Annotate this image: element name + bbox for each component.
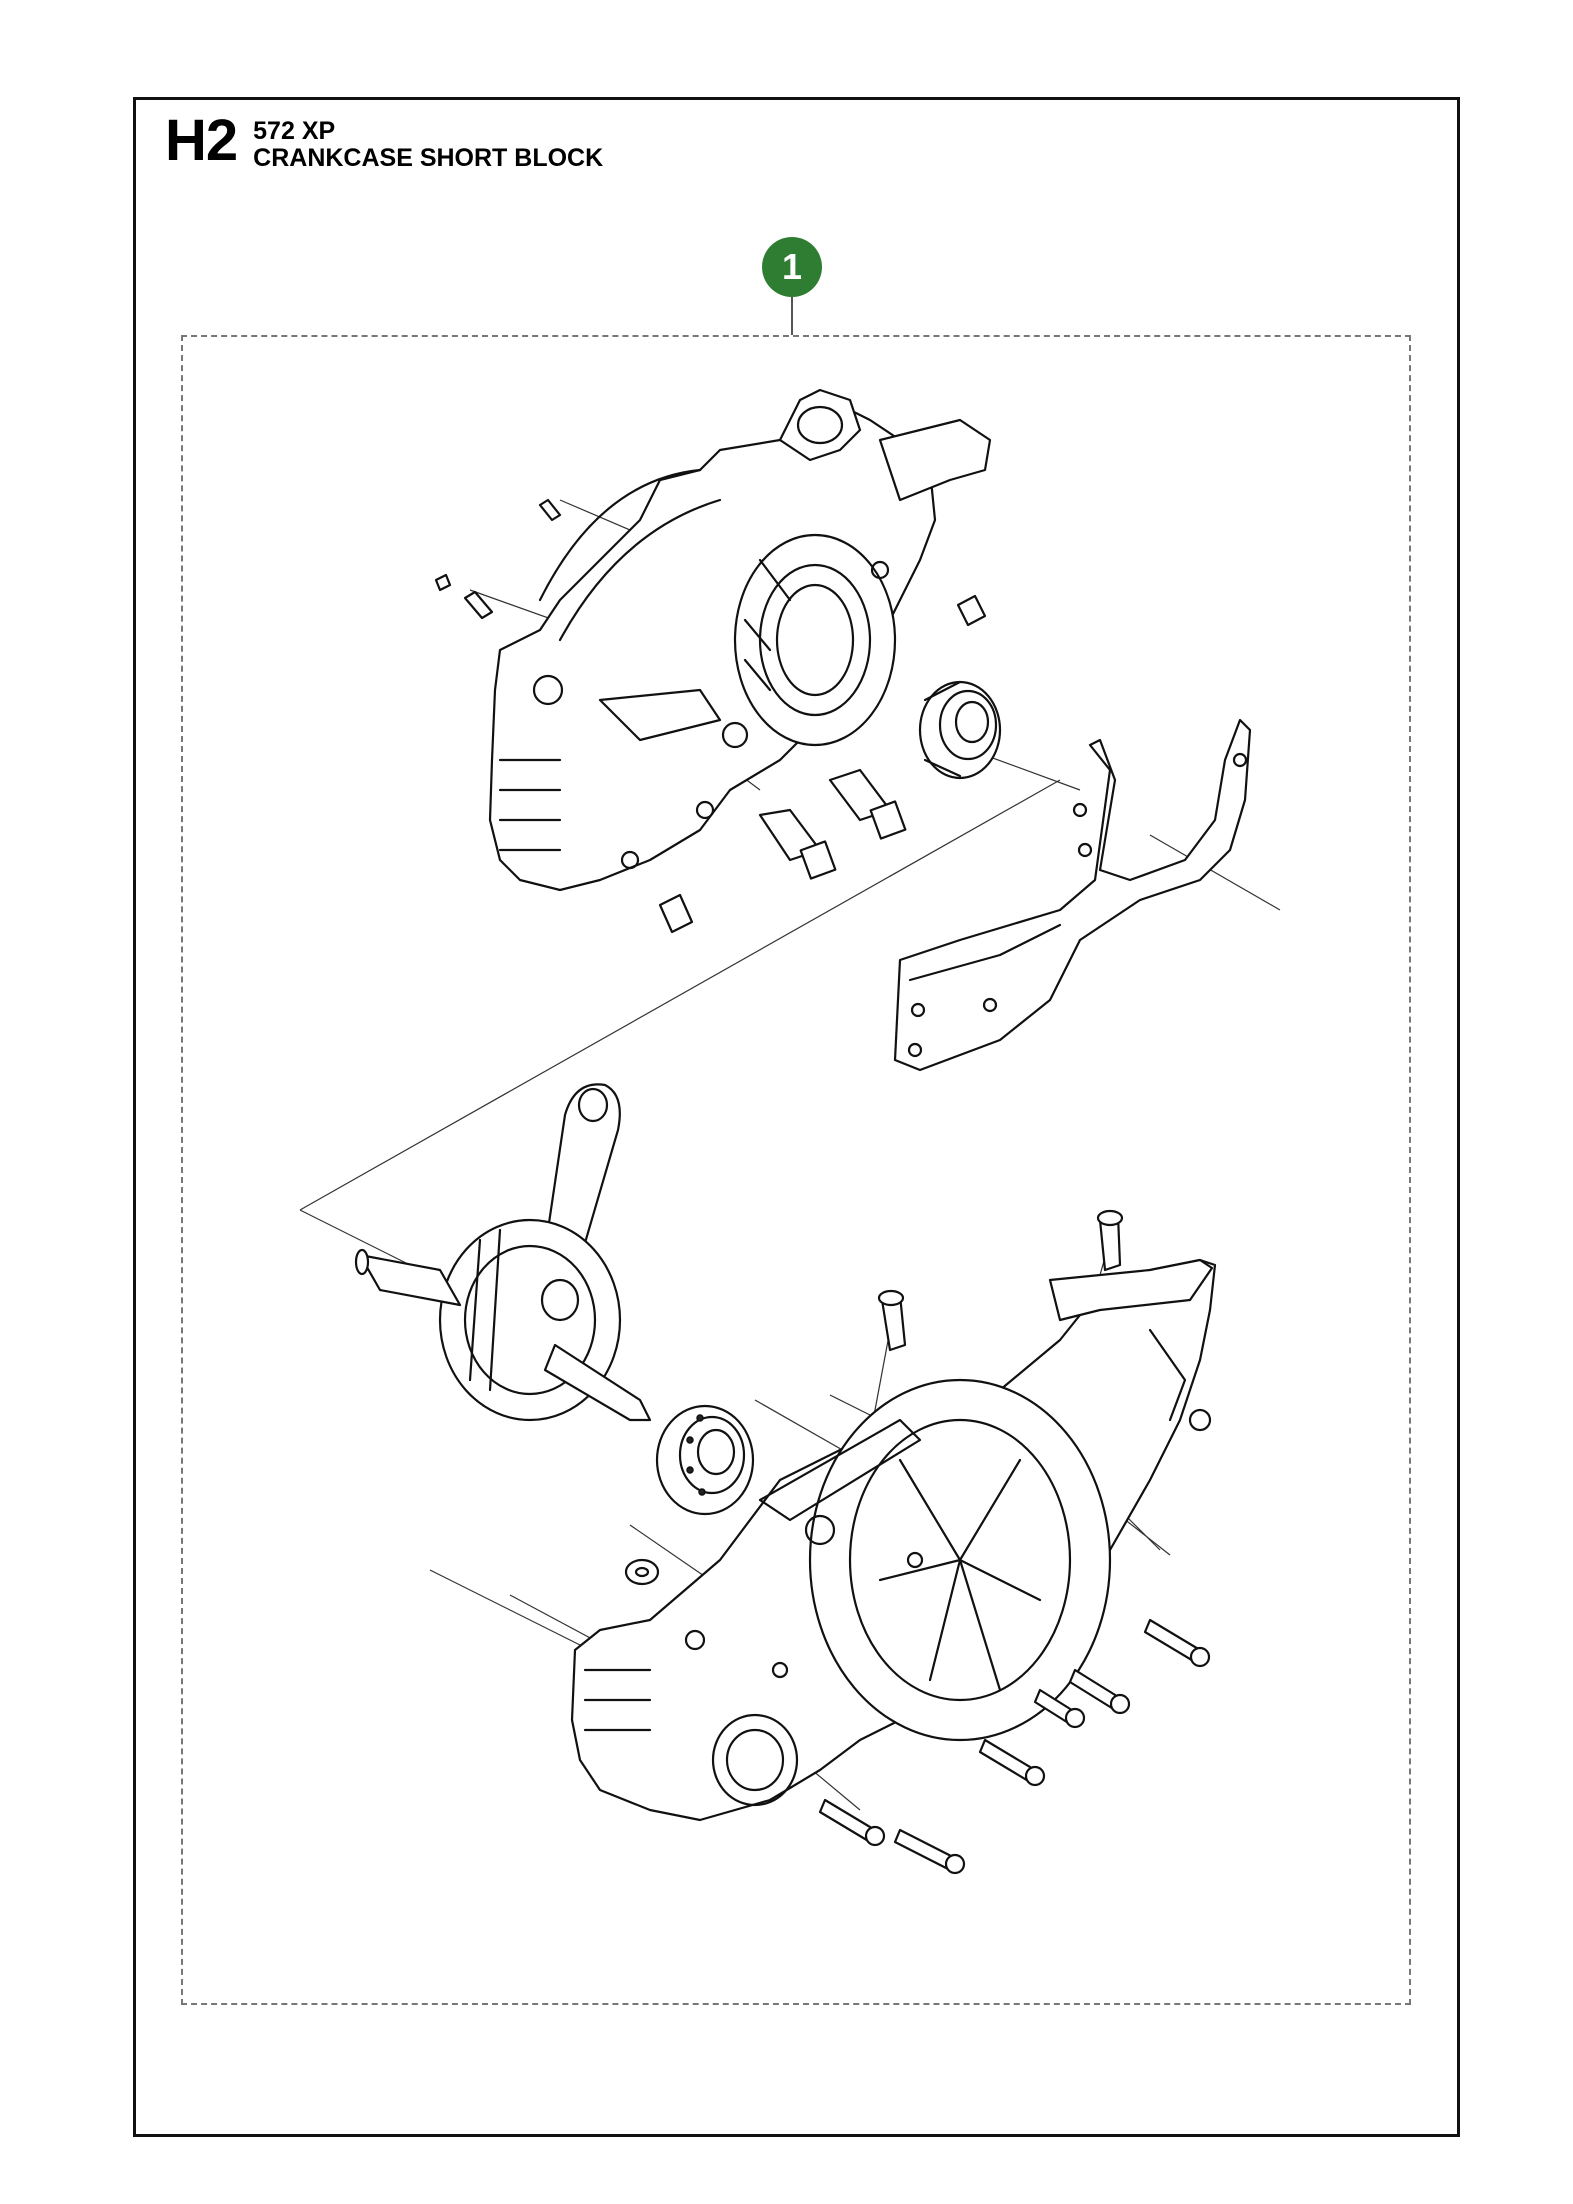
guide-pins[interactable] — [758, 768, 907, 880]
washer[interactable] — [624, 1558, 660, 1586]
kit-dashed-boundary — [181, 335, 1411, 2005]
model-name: 572 XP — [253, 117, 336, 145]
callout-leader-line — [791, 297, 793, 335]
crankcase-lower-half[interactable] — [570, 1258, 1217, 1822]
screws[interactable] — [818, 1618, 1211, 1875]
upper-studs[interactable] — [434, 498, 987, 934]
header-titles: 572 XP CRANKCASE SHORT BLOCK — [253, 118, 603, 172]
ball-bearing-upper[interactable] — [918, 680, 1002, 780]
page-frame — [133, 97, 1460, 2137]
ball-bearing-lower[interactable] — [655, 1404, 755, 1516]
callout-badge-1[interactable]: 1 — [762, 237, 822, 297]
crankcase-gasket[interactable] — [893, 718, 1252, 1072]
section-title: CRANKCASE SHORT BLOCK — [253, 144, 604, 172]
page-header: H2 572 XP CRANKCASE SHORT BLOCK — [165, 112, 603, 172]
section-code: H2 — [165, 108, 238, 173]
lower-studs[interactable] — [877, 1209, 1124, 1352]
crankshaft-with-connecting-rod[interactable] — [354, 1083, 652, 1422]
crankcase-upper-half[interactable] — [488, 388, 992, 892]
